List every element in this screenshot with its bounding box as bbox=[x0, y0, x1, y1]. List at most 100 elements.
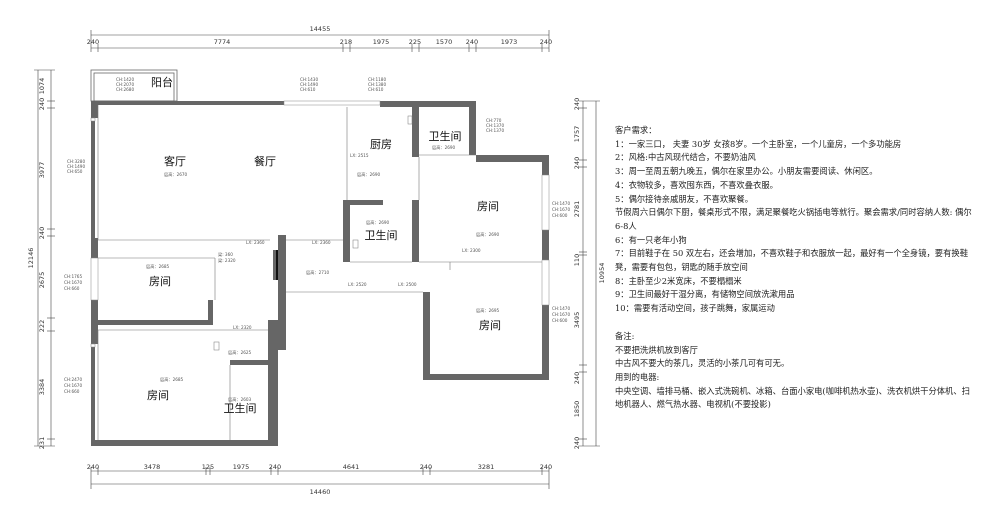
room-balcony: 阳台 bbox=[151, 75, 173, 89]
label-c0: CH:1180 bbox=[368, 77, 386, 82]
window-labels: CH:1420 CH:2070 CH:2680 CH:1430 CH:1490 … bbox=[64, 77, 570, 394]
room-bedroom-se: 房间 bbox=[479, 319, 501, 332]
label-l8: 梁: 360 bbox=[218, 251, 233, 258]
toilet-icon bbox=[213, 115, 413, 351]
dim-bottom-total: 14460 bbox=[310, 488, 331, 496]
label-d0: CH:770 bbox=[486, 118, 502, 123]
dim-left-0: 1074 bbox=[38, 78, 46, 95]
room-kitchen: 厨房 bbox=[370, 138, 392, 151]
dim-left-3: 240 bbox=[38, 227, 46, 239]
room-dining: 餐厅 bbox=[254, 154, 276, 168]
label-l4: LX: 2360 bbox=[312, 240, 331, 245]
top-dimensions bbox=[90, 30, 550, 52]
dim-left-1: 240 bbox=[38, 98, 46, 110]
dim-bottom-4: 240 bbox=[269, 463, 281, 471]
dim-top-6: 240 bbox=[466, 38, 478, 46]
remark-2: 中古风不要大的茶几，灵活的小茶几可有可无。 bbox=[615, 358, 790, 369]
dim-bottom-0: 240 bbox=[87, 463, 99, 471]
label-g1: CH:1670 bbox=[64, 280, 82, 285]
label-c1: CH:1380 bbox=[368, 82, 386, 87]
note-item-10: 10：需要有活动空间，孩子跳舞，家属运动 bbox=[615, 303, 775, 314]
dim-right-5: 3495 bbox=[573, 312, 581, 329]
label-g0: CH:1765 bbox=[64, 274, 82, 279]
dim-top-7: 1973 bbox=[501, 38, 518, 46]
note-item-6: 6：有一只老年小狗 bbox=[615, 234, 687, 245]
room-bedroom-sw: 房间 bbox=[147, 389, 169, 402]
label-h0: CH:1470 bbox=[552, 306, 570, 311]
label-g2: CH:660 bbox=[64, 286, 80, 291]
dim-right-1: 1757 bbox=[573, 126, 581, 143]
dim-right-8: 240 bbox=[573, 437, 581, 449]
label-d2: CH:1370 bbox=[486, 128, 504, 133]
room-bedroom-ne: 房间 bbox=[477, 200, 499, 213]
label-i0: CH:2470 bbox=[64, 377, 82, 382]
label-h1: 层高：2670 bbox=[164, 171, 188, 178]
height-labels: 层高：2670 层高：2690 层高：2690 层高：2690 层高：2690 … bbox=[146, 144, 500, 403]
label-h11: 层高：2603 bbox=[228, 396, 252, 403]
dim-right-3: 2781 bbox=[573, 201, 581, 218]
dim-left-2: 3977 bbox=[38, 162, 46, 179]
dim-bottom-7: 3281 bbox=[478, 463, 495, 471]
dim-top-8: 240 bbox=[540, 38, 552, 46]
label-l5: LX: 2500 bbox=[398, 282, 417, 287]
dim-left-total: 12146 bbox=[27, 248, 35, 269]
dim-top-total: 14455 bbox=[310, 25, 331, 33]
label-l1: LX: 2515 bbox=[350, 153, 369, 158]
label-c2: CH:610 bbox=[368, 87, 384, 92]
label-l2: LX: 2360 bbox=[246, 240, 265, 245]
label-d1: CH:1370 bbox=[486, 123, 504, 128]
label-b0: CH:1430 bbox=[300, 77, 318, 82]
dim-top-0: 240 bbox=[87, 38, 99, 46]
dim-right-7: 1850 bbox=[573, 401, 581, 418]
right-dimensions bbox=[579, 100, 600, 447]
dim-top-3: 1975 bbox=[373, 38, 390, 46]
dim-right-0: 240 bbox=[573, 98, 581, 110]
remarks-title: 备注: bbox=[615, 330, 635, 341]
dim-top-1: 7774 bbox=[214, 38, 231, 46]
windows bbox=[90, 100, 550, 348]
notes-title: 客户需求： bbox=[615, 125, 657, 135]
note-item-2: 2：风格:中古风现代结合，不要奶油风 bbox=[615, 152, 756, 163]
interior-lines bbox=[97, 105, 542, 440]
label-f0: CH:1470 bbox=[552, 201, 570, 206]
walls bbox=[91, 101, 549, 446]
remark-3: 用到的电器: bbox=[615, 371, 660, 382]
label-h9: 层高：2685 bbox=[160, 376, 184, 383]
label-a0: CH:1420 bbox=[116, 77, 134, 82]
dim-bottom-5: 4641 bbox=[343, 463, 360, 471]
label-i2: CH:660 bbox=[64, 389, 80, 394]
label-l9: 梁: 2320 bbox=[218, 257, 236, 264]
label-a1: CH:2070 bbox=[116, 82, 134, 87]
dim-top-2: 218 bbox=[340, 38, 352, 46]
label-h5: 层高：2690 bbox=[366, 219, 390, 226]
room-living: 客厅 bbox=[164, 154, 186, 168]
note-item-7: 7：目前鞋子在 50 双左右，还会增加，不喜欢鞋子和衣服放一起，最好有一个全身镜… bbox=[615, 248, 968, 273]
note-item-5: 5：偶尔接待亲戚朋友，不喜欢聚餐。 bbox=[615, 193, 754, 204]
room-bedroom-w: 房间 bbox=[149, 275, 171, 288]
dim-left-4: 2675 bbox=[38, 272, 46, 289]
dim-left-6: 3384 bbox=[38, 379, 46, 396]
room-bath-3: 卫生间 bbox=[224, 401, 257, 415]
label-l3: LX: 2300 bbox=[462, 248, 481, 253]
label-l7: LX: 2320 bbox=[233, 325, 252, 330]
label-h4: 层高：2690 bbox=[476, 231, 500, 238]
label-b2: CH:610 bbox=[300, 87, 316, 92]
dim-left-7: 231 bbox=[38, 437, 46, 449]
label-h6: 层高：2685 bbox=[146, 263, 170, 270]
label-h2: CH:600 bbox=[552, 318, 568, 323]
label-e0: CH:3280 bbox=[67, 159, 85, 164]
room-bath-2: 卫生间 bbox=[365, 228, 398, 242]
label-h7: 层高：2710 bbox=[306, 269, 330, 276]
label-h1: CH:1670 bbox=[552, 312, 570, 317]
remark-1: 不要把洗烘机放到客厅 bbox=[615, 344, 698, 355]
label-i1: CH:1670 bbox=[64, 383, 82, 388]
bottom-dimensions bbox=[90, 467, 550, 489]
dim-bottom-3: 1975 bbox=[233, 463, 250, 471]
dim-top-5: 1570 bbox=[436, 38, 453, 46]
remark-4: 中央空调、墙排马桶、嵌入式洗碗机、冰箱、台面小家电(咖啡机热水壶)、洗衣机烘干分… bbox=[615, 385, 970, 410]
note-item-9: 9：卫生间最好干湿分离，有储物空间放洗漱用品 bbox=[615, 289, 795, 300]
label-a2: CH:2680 bbox=[116, 87, 134, 92]
note-item-3: 3：周一至周五朝九晚五，偶尔在家里办公。小朋友需要阅读、休闲区。 bbox=[615, 166, 878, 177]
label-l6: LX: 2520 bbox=[348, 282, 367, 287]
dim-right-4: 110 bbox=[573, 254, 581, 266]
